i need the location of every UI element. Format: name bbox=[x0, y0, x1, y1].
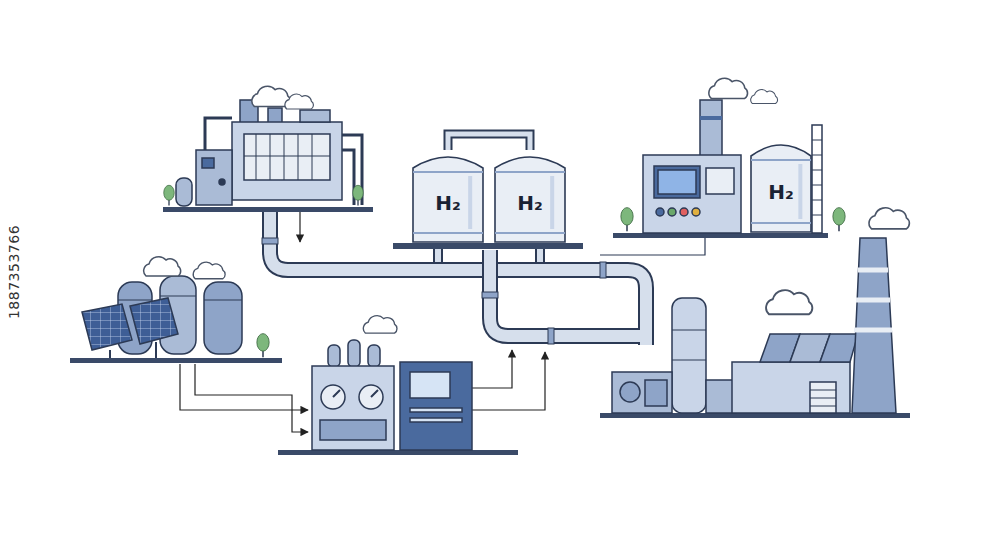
hydrogen-tank: H₂ bbox=[750, 138, 812, 233]
electrolyzer bbox=[176, 100, 362, 206]
hydrogen-tank: H₂ bbox=[494, 150, 566, 243]
hydrogen-tank: H₂ bbox=[412, 150, 484, 243]
flow-arrow bbox=[299, 212, 300, 242]
solar-station bbox=[82, 276, 242, 358]
stock-id-watermark: 1887353766 bbox=[6, 225, 22, 319]
control-station bbox=[643, 100, 822, 233]
pipe-connector bbox=[448, 134, 530, 150]
tank-label: H₂ bbox=[768, 180, 794, 204]
tank-label: H₂ bbox=[517, 191, 543, 215]
factory bbox=[612, 238, 896, 413]
compressor-unit bbox=[312, 340, 472, 450]
platforms bbox=[70, 207, 910, 455]
tank-label: H₂ bbox=[435, 191, 461, 215]
